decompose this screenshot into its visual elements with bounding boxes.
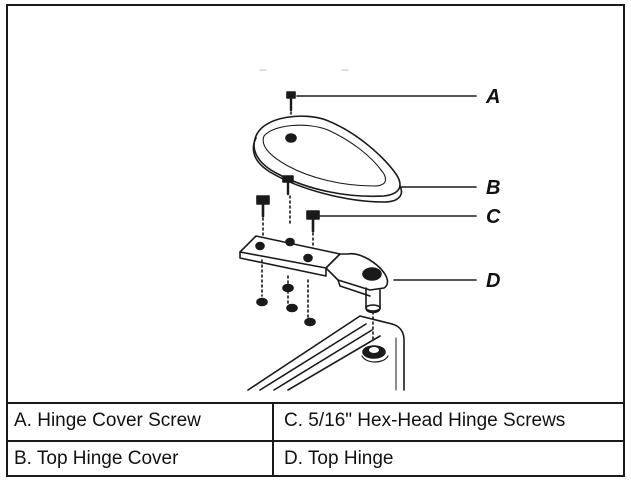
legend-cell-c: C. 5/16" Hex-Head Hinge Screws	[284, 410, 566, 431]
mounting-nuts	[256, 259, 316, 327]
legend-cell-b: B. Top Hinge Cover	[14, 448, 179, 469]
top-hinge-cover	[252, 115, 403, 203]
legend-row: B. Top Hinge Cover D. Top Hinge	[8, 440, 623, 478]
callout-b: B	[486, 177, 500, 199]
cabinet-body	[247, 315, 405, 391]
legend-cell-a: A. Hinge Cover Screw	[14, 410, 201, 431]
hinge-exploded-view: A B C D	[239, 69, 501, 391]
legend-cell-d: D. Top Hinge	[284, 448, 394, 469]
hex-head-hinge-screws	[256, 195, 320, 253]
callout-c: C	[486, 206, 501, 228]
legend-column-divider	[272, 404, 274, 475]
cover-retaining-screw	[282, 175, 294, 225]
top-hinge	[239, 235, 389, 343]
parts-legend-table: A. Hinge Cover Screw C. 5/16" Hex-Head H…	[8, 402, 623, 475]
callout-d: D	[486, 270, 500, 292]
callout-a: A	[485, 86, 500, 108]
legend-row: A. Hinge Cover Screw C. 5/16" Hex-Head H…	[8, 404, 623, 440]
diagram-frame: A B C D A. Hinge Cover Screw C. 5/16" He…	[6, 4, 625, 477]
hinge-illustration: A B C D	[8, 6, 623, 402]
